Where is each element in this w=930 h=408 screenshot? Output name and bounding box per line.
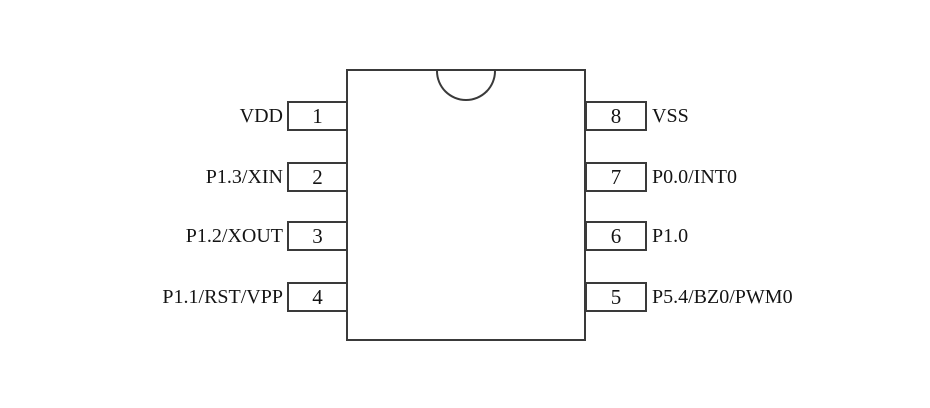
pin-label-p1-3-xin: P1.3/XIN xyxy=(205,166,283,188)
pin-number-7: 7 xyxy=(610,165,622,189)
pin-number-8: 8 xyxy=(610,104,622,128)
pin-number-5: 5 xyxy=(610,285,622,309)
pin-box-8: 8 xyxy=(585,101,647,131)
pin-label-p5-4-bz0-pwm0: P5.4/BZ0/PWM0 xyxy=(652,286,793,308)
pin-box-7: 7 xyxy=(585,162,647,192)
pin-box-5: 5 xyxy=(585,282,647,312)
pin-label-p1-1-rst-vpp: P1.1/RST/VPP xyxy=(162,286,283,308)
pin-number-6: 6 xyxy=(610,224,622,248)
pin-box-2: 2 xyxy=(287,162,348,192)
pin-number-2: 2 xyxy=(312,165,323,189)
pin-label-vss: VSS xyxy=(652,105,689,127)
pin-label-p0-0-int0: P0.0/INT0 xyxy=(652,166,737,188)
pin-box-4: 4 xyxy=(287,282,348,312)
pin-number-3: 3 xyxy=(312,224,323,248)
pin-box-1: 1 xyxy=(287,101,348,131)
ic-package-body xyxy=(346,69,586,341)
pin-label-p1-2-xout: P1.2/XOUT xyxy=(185,225,283,247)
pin-number-1: 1 xyxy=(312,104,323,128)
pin-number-4: 4 xyxy=(312,285,323,309)
pin-box-6: 6 xyxy=(585,221,647,251)
pin-box-3: 3 xyxy=(287,221,348,251)
pin-label-p1-0: P1.0 xyxy=(652,225,689,247)
pin-label-vdd: VDD xyxy=(239,105,283,127)
